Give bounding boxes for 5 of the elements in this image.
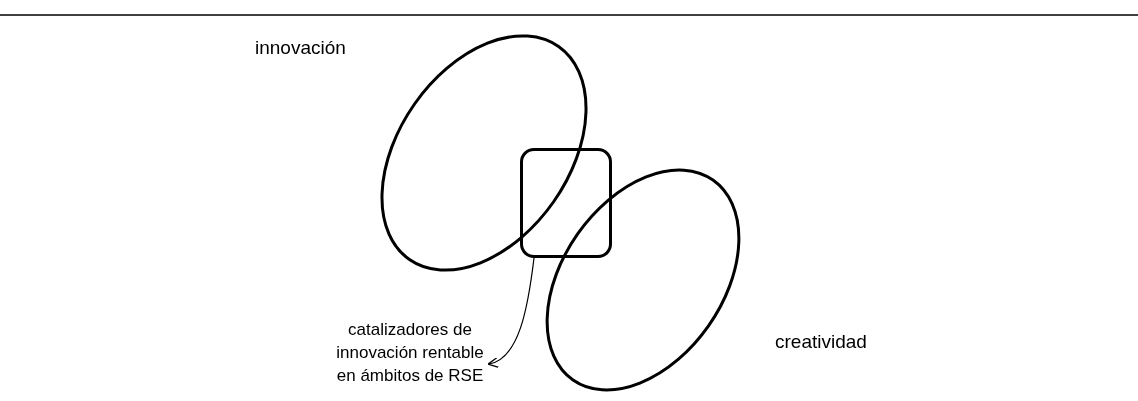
ellipse-label: innovación	[255, 36, 346, 60]
rounded-square	[520, 148, 612, 258]
annotation-text: catalizadores de innovación rentable en ámbitos de RSE	[335, 318, 485, 387]
curved-arrow	[487, 257, 535, 367]
ellipse-label: creatividad	[775, 330, 867, 354]
